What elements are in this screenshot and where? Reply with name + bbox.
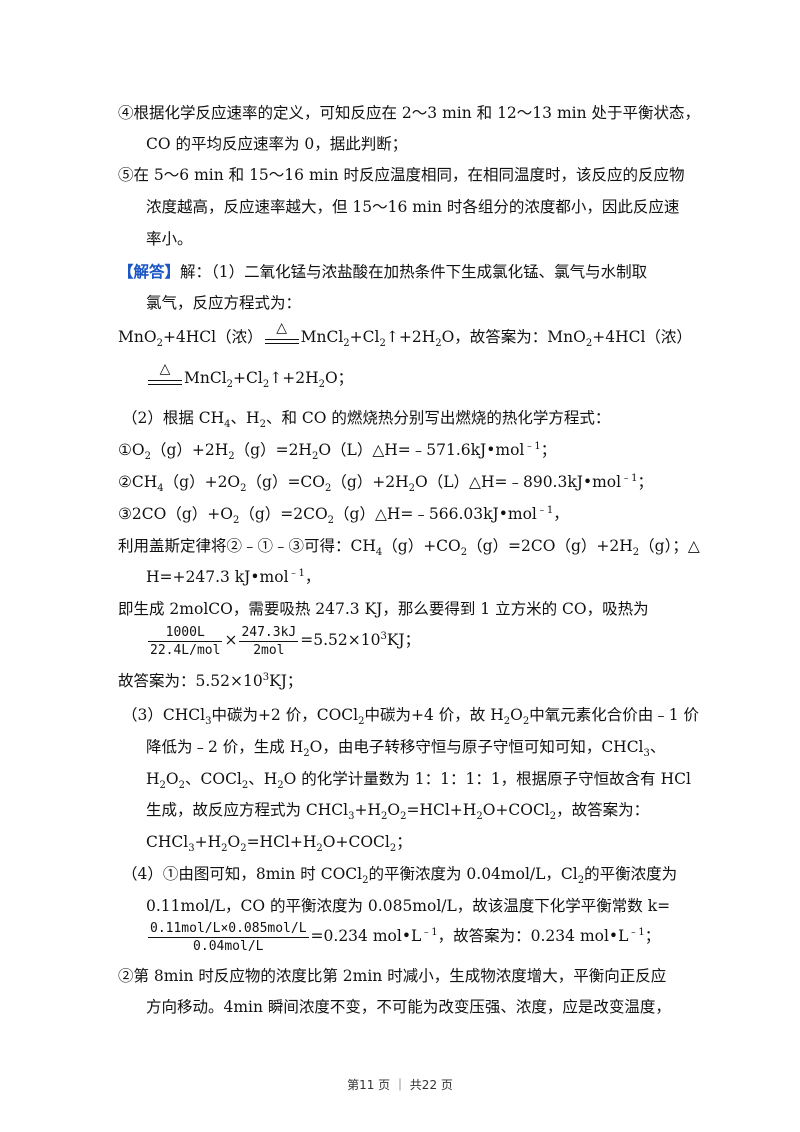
s4-line-2: CO 的平均反应速率为 0，据此判断； [146, 135, 408, 153]
part3-line-5: CHCl3+H2O2=HCl+H2O+COCl2； [146, 833, 412, 855]
reaction-3: ③2CO（g）+O2（g）=2CO2（g）△H=﹣566.03kJ•mol﹣1， [118, 504, 569, 527]
part2-answer: 故答案为：5.52×103KJ； [118, 671, 303, 690]
hess-law-line-2: H=+247.3 kJ•mol﹣1， [146, 567, 321, 586]
part3-line-2: 降低为﹣2 价，生成 H2O，由电子转移守恒与原子守恒可知可知，CHCl3、 [146, 738, 666, 760]
s4-line-1: ④根据化学反应速率的定义，可知反应在 2～3 min 和 12～13 min 处… [118, 104, 701, 122]
reaction-1: ①O2（g）+2H2（g）=2H2O（L）△H=﹣571.6kJ•mol﹣1； [118, 440, 557, 463]
answer-tag: 【解答】 [118, 262, 181, 281]
s5-line-1: ⑤在 5～6 min 和 15～16 min 时反应温度相同，在相同温度时，该反… [118, 166, 685, 184]
s5-line-3: 率小。 [146, 230, 193, 248]
s5-line-2: 浓度越高，反应速率越大，但 15～16 min 时各组分的浓度都小，因此反应速 [146, 198, 680, 216]
reaction-2: ②CH4（g）+2O2（g）=CO2（g）+2H2O（L）△H=﹣890.3kJ… [118, 472, 653, 495]
equation-mno2-hcl-cont: △MnCl2+Cl2↑+2H2O； [146, 362, 353, 390]
answer-line-1: 【解答】解：（1）二氧化锰与浓盐酸在加热条件下生成氯化锰、氯气与水制取 [118, 262, 648, 281]
answer-line-2: 氯气，反应方程式为： [146, 294, 302, 312]
part4-line-1: （4）①由图可知，8min 时 COCl2的平衡浓度为 0.04mol/L，Cl… [122, 865, 678, 887]
heat-calc-text: 即生成 2molCO，需要吸热 247.3 KJ，那么要得到 1 立方米的 CO… [118, 600, 649, 618]
page-footer: 第11 页 ｜ 共22 页 [347, 1078, 453, 1092]
part4-line-5: 方向移动。4min 瞬间浓度不变，不可能为改变压强、浓度，应是改变温度， [146, 998, 671, 1016]
part2-intro: （2）根据 CH4、H2、和 CO 的燃烧热分别写出燃烧的热化学方程式： [122, 409, 611, 431]
part3-line-3: H2O2、COCl2、H2O 的化学计量数为 1：1：1：1，根据原子守恒故含有… [146, 770, 691, 792]
part3-line-4: 生成，故反应方程式为 CHCl3+H2O2=HCl+H2O+COCl2，故答案为… [146, 801, 650, 823]
heating-condition-arrow: △ [148, 362, 182, 388]
part4-line-4: ②第 8min 时反应物的浓度比第 2min 时减小，生成物浓度增大，平衡向正反… [118, 967, 667, 985]
equation-mno2-hcl: MnO2+4HCl（浓）△MnCl2+Cl2↑+2H2O，故答案为：MnO2+4… [118, 320, 692, 350]
part3-line-1: （3）CHCl3中碳为+2 价，COCl2中碳为+4 价，故 H2O2中氧元素化… [122, 706, 699, 728]
hess-law-line-1: 利用盖斯定律将②﹣①﹣③可得：CH4（g）+CO2（g）=2CO（g）+2H2（… [118, 537, 700, 559]
part4-line-2: 0.11mol/L，CO 的平衡浓度为 0.085mol/L，故该温度下化学平衡… [146, 897, 671, 915]
heating-condition-arrow: △ [264, 321, 299, 347]
